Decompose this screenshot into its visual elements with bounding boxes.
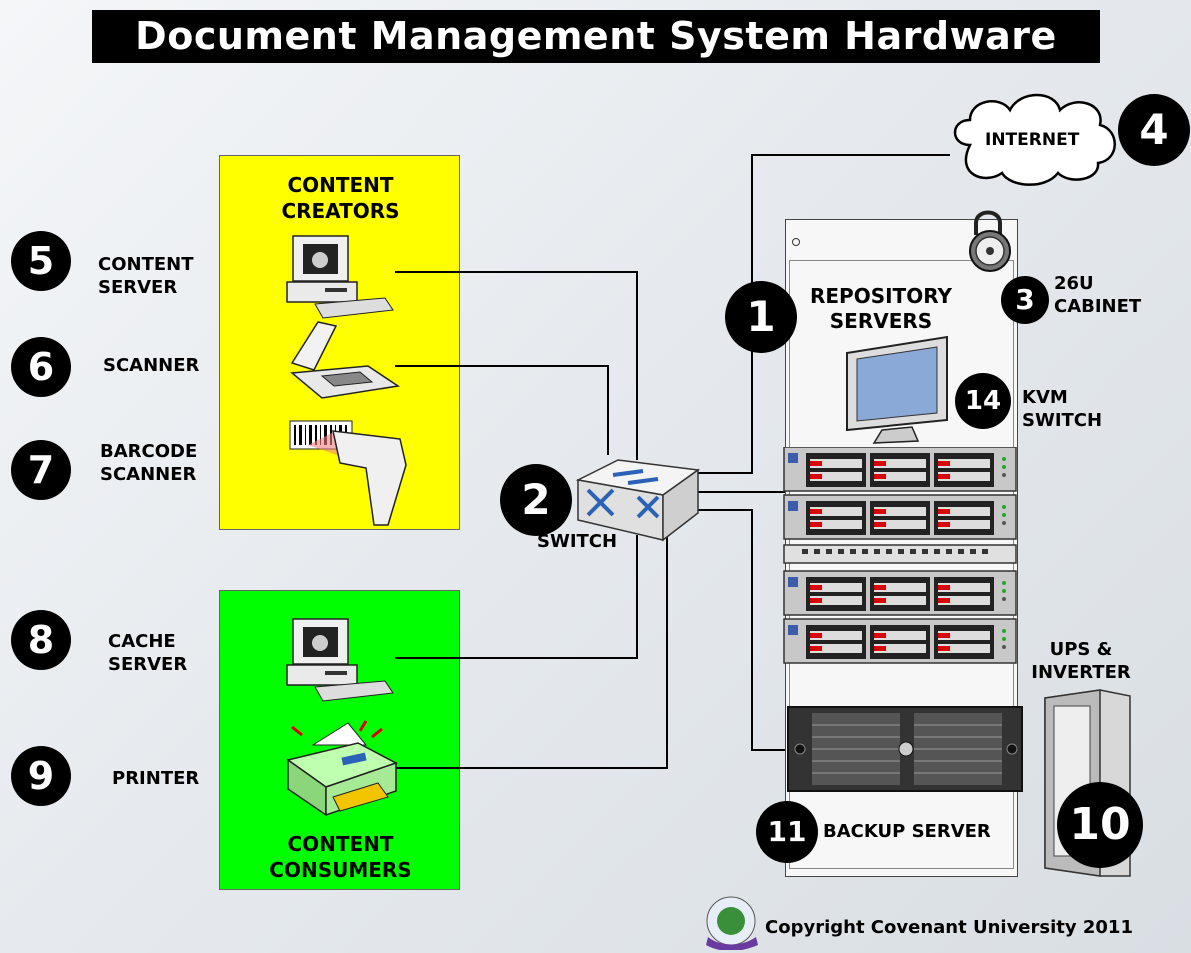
badge-3: 3 (1001, 276, 1049, 324)
badge-5: 5 (11, 231, 71, 291)
barcode-scanner-icon (289, 420, 407, 526)
backup-server-label: BACKUP SERVER (823, 821, 991, 842)
cache-server-computer-icon (286, 618, 394, 702)
content-creators-panel: CONTENT CREATORS (219, 155, 460, 530)
kvm-monitor-icon (846, 335, 948, 444)
barcode-scanner-label: BARCODE SCANNER (100, 441, 198, 485)
badge-10: 10 (1057, 782, 1143, 868)
badge-2: 2 (500, 464, 572, 536)
badge-1: 1 (725, 281, 797, 353)
cable-printer (395, 530, 668, 769)
rack-servers (783, 447, 1017, 664)
printer-icon (286, 720, 398, 817)
padlock-icon (969, 210, 1011, 272)
content-creators-title: CONTENT CREATORS (281, 173, 400, 223)
switch-label: SWITCH (537, 531, 618, 552)
cabinet-label: 26U CABINET (1054, 273, 1142, 317)
badge-14: 14 (955, 373, 1011, 429)
network-switch-icon (575, 459, 700, 542)
covenant-university-logo-icon (706, 896, 758, 950)
cache-server-label: CACHE SERVER (108, 631, 188, 675)
repository-servers-label: REPOSITORY SERVERS (809, 284, 952, 333)
diagram-title: Document Management System Hardware (92, 10, 1100, 63)
content-server-label: CONTENT SERVER (98, 254, 194, 298)
badge-8: 8 (11, 610, 71, 670)
cable-scanner (395, 365, 609, 455)
copyright-text: Copyright Covenant University 2011 (765, 917, 1133, 938)
internet-cloud-icon (953, 93, 1116, 186)
backup-server-unit (787, 706, 1023, 792)
badge-4: 4 (1118, 94, 1190, 166)
ups-label: UPS & INVERTER (1031, 639, 1131, 683)
internet-label: INTERNET (985, 130, 1080, 150)
printer-label: PRINTER (112, 768, 200, 789)
badge-6: 6 (11, 337, 71, 397)
badge-9: 9 (11, 746, 71, 806)
scanner-label: SCANNER (103, 355, 200, 376)
scanner-icon (290, 321, 401, 399)
content-consumers-title: CONTENT CONSUMERS (269, 832, 412, 882)
badge-11: 11 (756, 801, 818, 863)
badge-7: 7 (11, 440, 71, 500)
cable-backup (690, 509, 790, 751)
cable-content-server (395, 271, 638, 460)
cable-cache-server (395, 535, 638, 659)
content-server-computer-icon (286, 235, 394, 319)
kvm-switch-label: KVM SWITCH (1022, 387, 1103, 431)
